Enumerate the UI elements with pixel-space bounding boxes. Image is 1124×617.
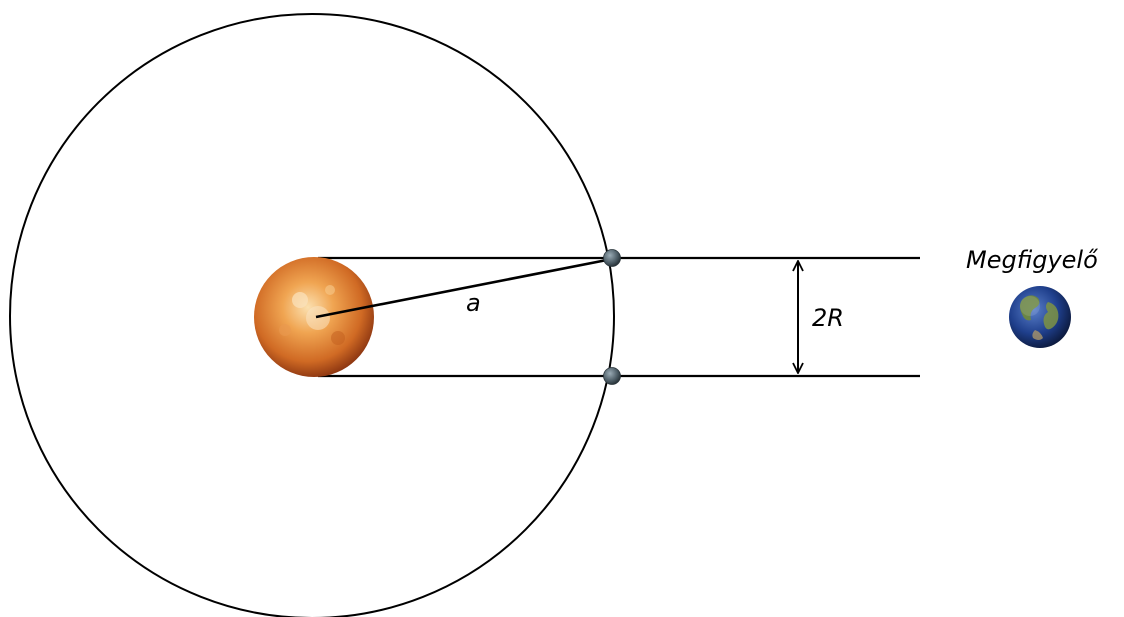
observer-label: Megfigyelő bbox=[966, 246, 1098, 274]
radius-label: a bbox=[466, 289, 481, 317]
sun-icon bbox=[254, 257, 374, 377]
semi-major-axis-line bbox=[315, 257, 613, 319]
width-label: 2R bbox=[812, 304, 844, 332]
planet-icon bbox=[603, 367, 621, 385]
orbit-circle bbox=[9, 13, 615, 617]
earth-icon bbox=[1009, 286, 1071, 348]
planet-icon bbox=[603, 249, 621, 267]
